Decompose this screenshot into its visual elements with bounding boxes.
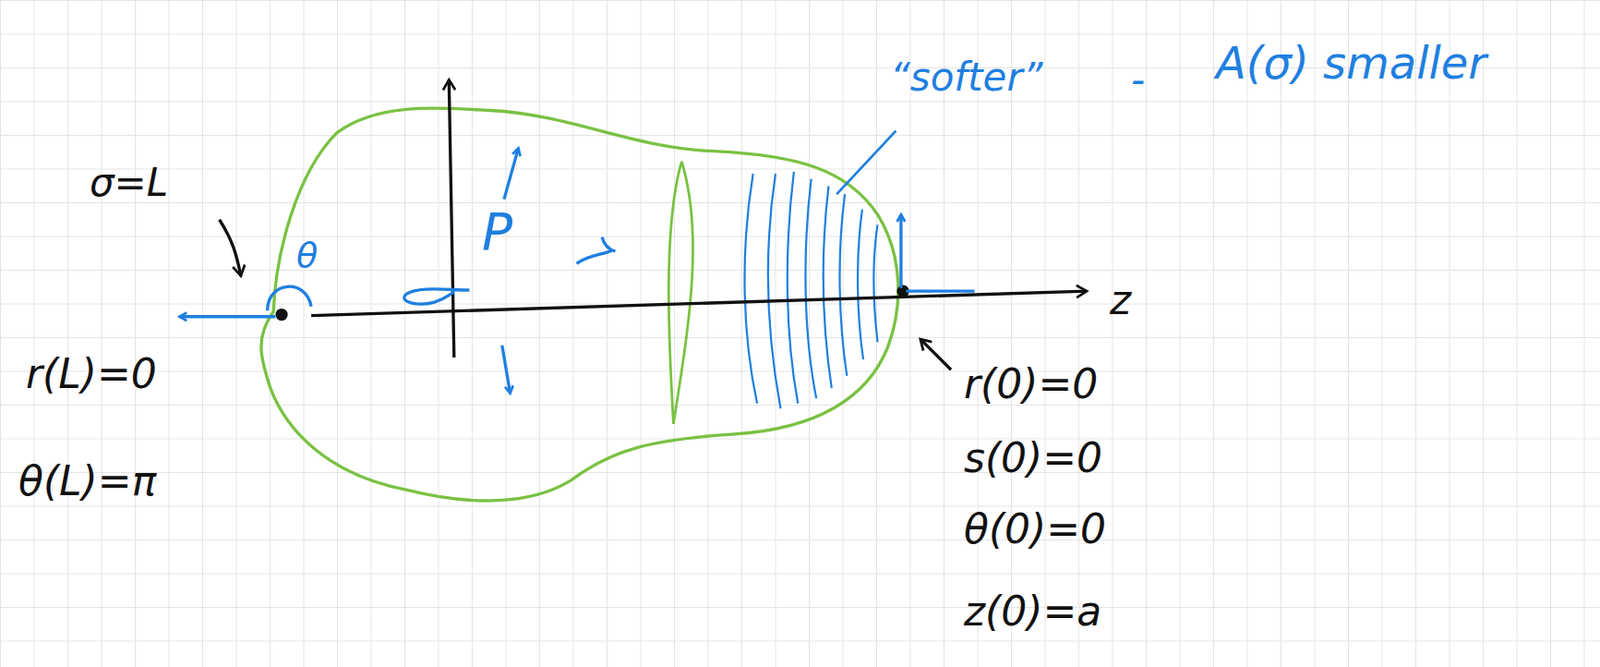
body-outline: [261, 108, 899, 501]
boundary-condition: θ(0)=0: [963, 506, 1107, 552]
right-normal-arrow: [899, 214, 903, 289]
boundary-condition: z(0)=a: [963, 589, 1102, 634]
theta-arc: [267, 286, 313, 311]
axis-label: z: [1109, 277, 1131, 323]
sigma-L-pointer: [219, 219, 241, 277]
right-tangent-arrow: [905, 288, 975, 292]
boundary-condition: s(0)=0: [963, 435, 1103, 481]
vertical-axis: [448, 79, 455, 358]
boundary-condition: θ(L)=π: [18, 458, 157, 504]
boundary-label: σ=L: [89, 161, 169, 205]
softer-leader: [836, 131, 896, 195]
cross-section: [668, 161, 693, 424]
origin-pointer: [920, 338, 951, 370]
annotation: A(σ) smaller: [1215, 38, 1487, 88]
pressure-label: P: [481, 204, 513, 261]
squiggle: [576, 237, 615, 265]
annotation: “softer”: [890, 56, 1043, 99]
pressure-arrow-up: [504, 147, 518, 199]
softer-hatching: [744, 171, 878, 409]
pressure-arrow-down: [502, 345, 511, 394]
left-tangent-arrow: [180, 314, 277, 318]
left-pole: [275, 308, 288, 321]
boundary-condition: r(L)=0: [25, 351, 157, 397]
sigma-loop: [404, 288, 470, 304]
angle-label: θ: [296, 236, 318, 276]
boundary-condition: r(0)=0: [963, 361, 1098, 407]
annotation: -: [1130, 59, 1145, 102]
